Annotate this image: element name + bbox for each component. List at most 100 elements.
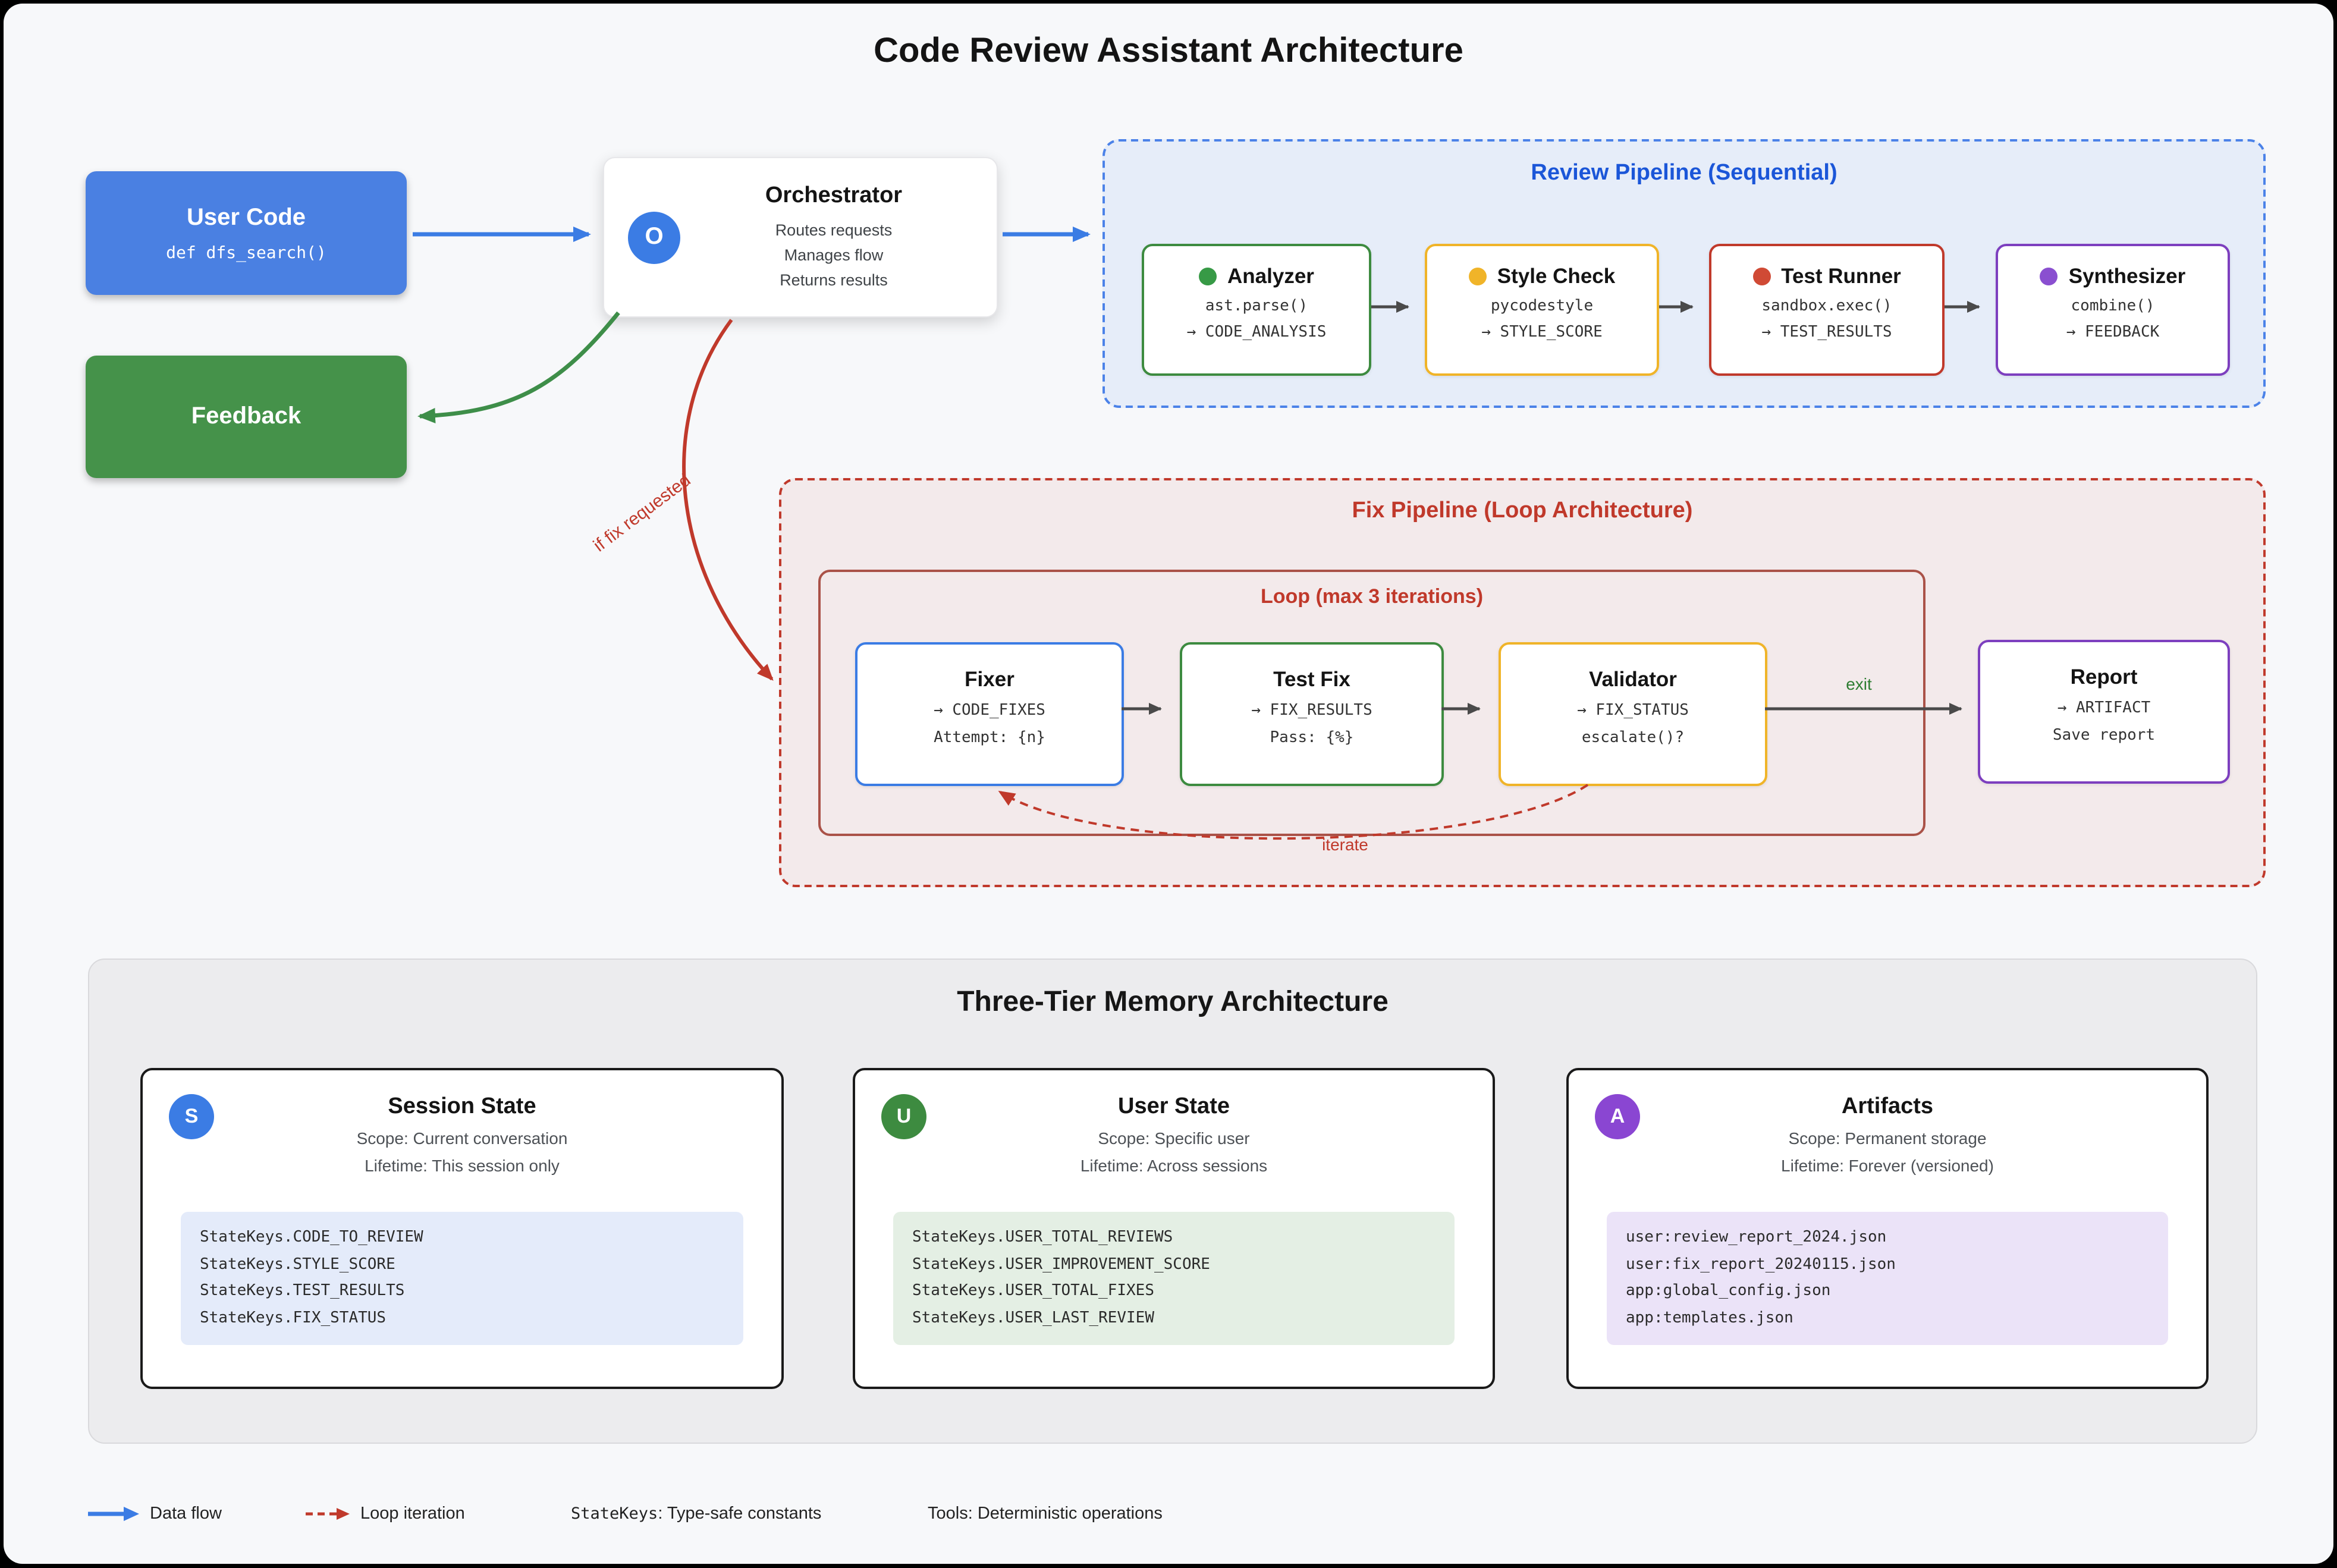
validator-title: Validator — [1589, 667, 1677, 691]
orchestrator-badge-icon: O — [628, 211, 680, 263]
user-key: StateKeys.USER_LAST_REVIEW — [912, 1309, 1154, 1327]
session-scope: Scope: Current conversation — [356, 1129, 568, 1148]
loop-title: Loop (max 3 iterations) — [1260, 585, 1484, 608]
synthesizer-tool: combine() — [2071, 297, 2155, 315]
report-output: → ARTIFACT — [2057, 699, 2151, 717]
arrow-orchestrator-to-fix-pipeline — [682, 319, 774, 681]
artifact-item: user:review_report_2024.json — [1626, 1228, 1887, 1246]
test-runner-tool: sandbox.exec() — [1761, 297, 1892, 315]
style-check-output: → STYLE_SCORE — [1481, 323, 1603, 341]
legend-tools-label: Tools: Deterministic operations — [928, 1504, 1163, 1523]
arrow-orchestrator-to-feedback — [417, 311, 620, 424]
style-check-header: Style Check — [1427, 264, 1657, 289]
orchestrator-line: Returns results — [780, 271, 888, 288]
session-key: StateKeys.TEST_RESULTS — [200, 1282, 405, 1300]
data-flow-arrow-icon — [88, 1507, 139, 1521]
style-check-node: Style Check pycodestyle → STYLE_SCORE — [1425, 244, 1659, 376]
user-keys-list: StateKeys.USER_TOTAL_REVIEWS StateKeys.U… — [893, 1212, 1455, 1345]
memory-title: Three-Tier Memory Architecture — [957, 986, 1389, 1018]
orchestrator-title: Orchestrator — [765, 183, 903, 208]
fixer-output: → CODE_FIXES — [934, 702, 1045, 719]
synthesizer-node: Synthesizer combine() → FEEDBACK — [1996, 244, 2230, 376]
orchestrator-line: Routes requests — [775, 221, 893, 238]
session-lifetime: Lifetime: This session only — [365, 1156, 560, 1175]
feedback-title: Feedback — [191, 403, 301, 429]
user-badge-icon: U — [881, 1094, 926, 1139]
fix-pipeline-group: Fix Pipeline (Loop Architecture) Loop (m… — [779, 478, 2266, 887]
legend-statekeys-label: StateKeys: Type-safe constants — [571, 1495, 821, 1533]
synthesizer-output: → FEEDBACK — [2066, 323, 2160, 341]
analyzer-title: Analyzer — [1227, 264, 1314, 288]
test-runner-title: Test Runner — [1781, 264, 1901, 288]
style-check-tool: pycodestyle — [1490, 297, 1594, 315]
analyzer-node: Analyzer ast.parse() → CODE_ANALYSIS — [1142, 244, 1371, 376]
test-fix-title: Test Fix — [1273, 667, 1350, 691]
analyzer-dot-icon — [1199, 268, 1217, 285]
user-code-snippet: def dfs_search() — [166, 243, 326, 262]
orchestrator-text: Orchestrator Routes requests Manages flo… — [680, 183, 997, 292]
report-title: Report — [2070, 665, 2138, 689]
validator-node: Validator → FIX_STATUS escalate()? — [1499, 642, 1767, 786]
fix-pipeline-title: Fix Pipeline (Loop Architecture) — [1352, 498, 1693, 523]
user-key: StateKeys.USER_TOTAL_REVIEWS — [912, 1228, 1173, 1246]
validator-output: → FIX_STATUS — [1577, 702, 1689, 719]
page-title: Code Review Assistant Architecture — [874, 32, 1463, 70]
artifact-item: app:templates.json — [1626, 1309, 1793, 1327]
analyzer-tool: ast.parse() — [1205, 297, 1308, 315]
session-key: StateKeys.STYLE_SCORE — [200, 1255, 395, 1273]
analyzer-header: Analyzer — [1144, 264, 1369, 289]
fixer-title: Fixer — [965, 667, 1014, 691]
session-keys-list: StateKeys.CODE_TO_REVIEW StateKeys.STYLE… — [181, 1212, 743, 1345]
session-key: StateKeys.FIX_STATUS — [200, 1309, 387, 1327]
artifacts-badge-icon: A — [1595, 1094, 1640, 1139]
style-check-dot-icon — [1468, 268, 1487, 285]
artifacts-card: A Artifacts Scope: Permanent storage Lif… — [1566, 1068, 2209, 1389]
session-state-card: S Session State Scope: Current conversat… — [140, 1068, 784, 1389]
legend: Data flow Loop iteration StateKeys: Type… — [88, 1495, 1991, 1533]
loop-iteration-arrow-icon — [306, 1508, 350, 1520]
loop-group: Loop (max 3 iterations) Fixer → CODE_FIX… — [818, 570, 1925, 836]
user-state-scope: Scope: Specific user — [1098, 1129, 1250, 1148]
artifact-item: user:fix_report_20240115.json — [1626, 1255, 1896, 1273]
test-runner-node: Test Runner sandbox.exec() → TEST_RESULT… — [1709, 244, 1945, 376]
synthesizer-title: Synthesizer — [2068, 264, 2186, 288]
test-fix-pass: Pass: {%} — [1270, 729, 1354, 747]
artifacts-lifetime: Lifetime: Forever (versioned) — [1781, 1156, 1994, 1175]
test-runner-header: Test Runner — [1711, 264, 1942, 289]
legend-statekeys-mono: StateKeys — [571, 1504, 658, 1523]
validator-escalate: escalate()? — [1581, 729, 1685, 747]
user-key: StateKeys.USER_TOTAL_FIXES — [912, 1282, 1154, 1300]
user-state-card: U User State Scope: Specific user Lifeti… — [853, 1068, 1495, 1389]
legend-loop-iteration-label: Loop iteration — [360, 1504, 465, 1523]
synthesizer-dot-icon — [2040, 268, 2058, 285]
legend-data-flow-label: Data flow — [150, 1504, 222, 1523]
artifacts-title: Artifacts — [1841, 1094, 1934, 1119]
artifacts-scope: Scope: Permanent storage — [1788, 1129, 1987, 1148]
style-check-title: Style Check — [1497, 264, 1616, 288]
fixer-node: Fixer → CODE_FIXES Attempt: {n} — [855, 642, 1124, 786]
test-runner-dot-icon — [1752, 268, 1771, 285]
test-fix-output: → FIX_RESULTS — [1251, 702, 1372, 719]
orchestrator-node: O Orchestrator Routes requests Manages f… — [603, 157, 998, 318]
if-fix-requested-label: if fix requested — [589, 470, 695, 557]
feedback-node: Feedback — [86, 356, 407, 478]
session-badge-icon: S — [169, 1094, 214, 1139]
user-state-lifetime: Lifetime: Across sessions — [1080, 1156, 1268, 1175]
user-state-title: User State — [1118, 1094, 1230, 1119]
user-code-node: User Code def dfs_search() — [86, 171, 407, 295]
review-pipeline-group: Review Pipeline (Sequential) Analyzer as… — [1102, 139, 2266, 408]
report-node: Report → ARTIFACT Save report — [1978, 640, 2230, 784]
exit-label: exit — [1846, 674, 1872, 693]
diagram-canvas: Code Review Assistant Architecture User … — [4, 4, 2333, 1564]
memory-architecture-group: Three-Tier Memory Architecture S Session… — [88, 959, 2257, 1444]
test-runner-output: → TEST_RESULTS — [1761, 323, 1892, 341]
test-fix-node: Test Fix → FIX_RESULTS Pass: {%} — [1180, 642, 1444, 786]
synthesizer-header: Synthesizer — [1998, 264, 2228, 289]
orchestrator-line: Manages flow — [784, 246, 884, 263]
analyzer-output: → CODE_ANALYSIS — [1186, 323, 1327, 341]
session-key: StateKeys.CODE_TO_REVIEW — [200, 1228, 423, 1246]
review-pipeline-title: Review Pipeline (Sequential) — [1531, 161, 1837, 186]
user-key: StateKeys.USER_IMPROVEMENT_SCORE — [912, 1255, 1210, 1273]
report-save: Save report — [2052, 727, 2156, 744]
